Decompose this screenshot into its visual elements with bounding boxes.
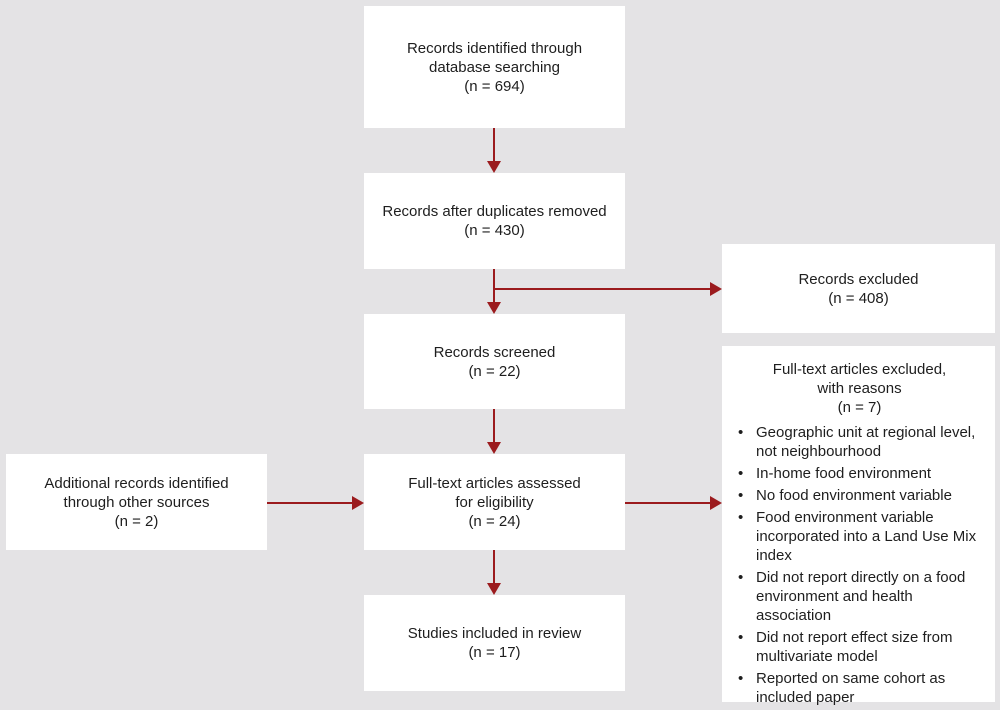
full-text-assessed-line1: Full-text articles assessed bbox=[408, 474, 581, 492]
bullet-icon: • bbox=[738, 465, 744, 482]
arrowhead-right bbox=[352, 496, 364, 510]
exclusion-reason: •Geographic unit at regional level, not … bbox=[738, 424, 976, 460]
records-identified-line2: database searching bbox=[429, 58, 560, 76]
exclusion-reason: •Reported on same cohort as included pap… bbox=[738, 670, 946, 706]
studies-included-label: Studies included in review bbox=[407, 625, 582, 642]
records-screened-label: Records screened bbox=[433, 343, 556, 361]
full-text-excluded-line1: Full-text articles excluded, bbox=[772, 361, 947, 378]
records-excluded-label: Records excluded bbox=[798, 270, 919, 288]
records-excluded-box: Records excluded (n = 408) bbox=[722, 244, 995, 333]
bullet-icon: • bbox=[738, 509, 744, 526]
exclusion-reason: •In-home food environment bbox=[738, 465, 932, 482]
duplicates-removed-label: Records after duplicates removed bbox=[382, 203, 607, 220]
additional-records-line2: through other sources bbox=[63, 493, 210, 511]
full-text-assessed-line2: for eligibility bbox=[455, 493, 534, 511]
arrowhead-down bbox=[487, 442, 501, 454]
bullet-icon: • bbox=[738, 487, 744, 504]
bullet-icon: • bbox=[738, 569, 744, 586]
studies-included-box: Studies included in review (n = 17) bbox=[364, 595, 625, 691]
records-identified-line1: Records identified through bbox=[406, 39, 583, 57]
exclusion-reasons-list: •Geographic unit at regional level, not … bbox=[732, 423, 987, 710]
records-screened-count: (n = 22) bbox=[468, 362, 521, 380]
full-text-excluded-line2: with reasons bbox=[817, 380, 902, 397]
full-text-excluded-count: (n = 7) bbox=[837, 399, 882, 416]
exclusion-reason: •Did not report effect size from multiva… bbox=[738, 629, 953, 665]
records-identified-count: (n = 694) bbox=[464, 77, 525, 95]
bullet-icon: • bbox=[738, 670, 744, 687]
arrowhead-right bbox=[710, 496, 722, 510]
full-text-excluded-box: Full-text articles excluded, with reason… bbox=[722, 346, 995, 706]
records-screened-box: Records screened (n = 22) bbox=[364, 314, 625, 409]
arrowhead-down bbox=[487, 302, 501, 314]
full-text-assessed-count: (n = 24) bbox=[468, 512, 521, 530]
bullet-icon: • bbox=[738, 424, 744, 441]
exclusion-reason: •Did not report directly on a food envir… bbox=[738, 569, 966, 624]
additional-records-box: Additional records identified through ot… bbox=[6, 454, 267, 550]
duplicates-removed-count: (n = 430) bbox=[464, 222, 525, 239]
arrowhead-down bbox=[487, 161, 501, 173]
exclusion-reason: •No food environment variable bbox=[738, 487, 952, 504]
studies-included-count: (n = 17) bbox=[468, 644, 521, 661]
records-identified-box: Records identified through database sear… bbox=[364, 6, 625, 128]
bullet-icon: • bbox=[738, 629, 744, 646]
duplicates-removed-box: Records after duplicates removed (n = 43… bbox=[364, 173, 625, 269]
arrowhead-down bbox=[487, 583, 501, 595]
records-excluded-count: (n = 408) bbox=[828, 289, 889, 307]
additional-records-line1: Additional records identified bbox=[44, 474, 229, 492]
arrowhead-right bbox=[710, 282, 722, 296]
full-text-assessed-box: Full-text articles assessed for eligibil… bbox=[364, 454, 625, 550]
exclusion-reason: •Food environment variable incorporated … bbox=[738, 509, 977, 564]
additional-records-count: (n = 2) bbox=[114, 512, 159, 530]
